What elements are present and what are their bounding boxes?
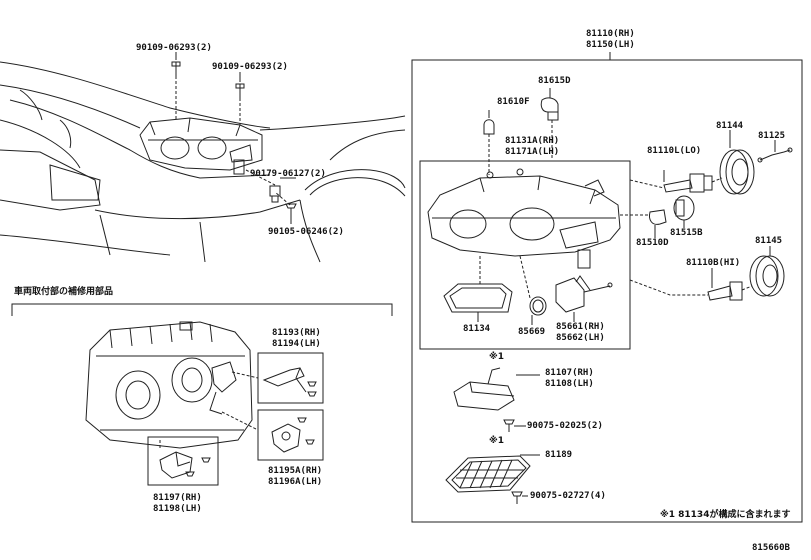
callout-top-bolt-b: 90109-06293(2) — [212, 62, 288, 72]
headlamp-assembly-frame — [412, 60, 802, 522]
screw-icon — [298, 418, 314, 444]
callout-assembly: 81110(RH)81150(LH) — [586, 29, 635, 50]
callout-clip: 90179-06127(2) — [250, 169, 326, 179]
callout-gasket: 81134 — [463, 324, 491, 334]
ballast-icon — [454, 368, 514, 410]
bolt-icon — [172, 62, 244, 98]
screw-icon — [504, 420, 514, 432]
bracket-icon — [272, 424, 300, 452]
figure-id: 815660B — [752, 543, 790, 553]
bracket-frame-3 — [148, 437, 218, 485]
bulb-icon — [484, 98, 558, 134]
section-title: 車両取付部の補修用部品 — [14, 287, 114, 297]
screw-icon — [308, 382, 316, 396]
hid-socket-icon — [556, 276, 612, 312]
bracket-icon — [264, 368, 306, 392]
screw-icon — [186, 458, 210, 476]
screw-icon — [286, 204, 296, 214]
callout-bracket-1: 81193(RH)81194(LH) — [272, 328, 321, 349]
callout-bracket-3: 81197(RH)81198(LH) — [153, 493, 202, 514]
callout-cap-hi: 81145 — [755, 236, 783, 246]
callout-hi-bulb: 81110B(HI) — [686, 258, 741, 268]
hi-bulb-icon — [708, 282, 742, 300]
callout-screw-b1: 90075-02025(2) — [527, 421, 603, 431]
dust-cap-icon — [720, 150, 754, 194]
callout-screw-b2: 90075-02727(4) — [530, 491, 606, 501]
socket-icon — [649, 196, 694, 224]
callout-socket: 85661(RH)85662(LH) — [556, 322, 605, 343]
callout-mark-1: ※1 — [489, 352, 505, 362]
callout-oring: 85669 — [518, 327, 546, 337]
callout-bracket-2: 81195A(RH)81196A(LH) — [268, 466, 323, 487]
screw-icon — [512, 492, 522, 504]
lo-bulb-icon — [664, 174, 712, 192]
headlamp-rear-view — [86, 322, 252, 448]
callout-socket-b: 81515B — [670, 228, 703, 238]
repair-parts-bracket — [12, 304, 392, 316]
callout-socket-d: 81510D — [636, 238, 669, 248]
callout-ballast: 81107(RH)81108(LH) — [545, 368, 594, 389]
gasket-icon — [444, 284, 512, 312]
callout-wire: 81125 — [758, 131, 786, 141]
clip-icon — [270, 186, 280, 202]
callout-lo-bulb: 81110L(LO) — [647, 146, 702, 156]
headlamp-housing — [428, 169, 620, 268]
footnote: ※1 81134が構成に含まれます — [660, 510, 791, 520]
callout-screw-left: 90105-06246(2) — [268, 227, 344, 237]
bracket-frame-2 — [258, 410, 323, 460]
o-ring-icon — [530, 297, 546, 315]
housing-subassembly-frame — [420, 161, 630, 349]
callout-bulb-f: 81610F — [497, 97, 530, 107]
dust-cap-icon — [750, 256, 784, 296]
wire-icon — [758, 148, 792, 162]
vehicle-front-illustration — [0, 62, 405, 262]
callout-top-bolt-a: 90109-06293(2) — [136, 43, 212, 53]
callout-cover: 81189 — [545, 450, 573, 460]
callout-housing: 81131A(RH)81171A(LH) — [505, 136, 560, 157]
callout-cap-lo: 81144 — [716, 121, 744, 131]
callout-mark-2: ※1 — [489, 436, 505, 446]
cover-icon — [446, 456, 530, 492]
callout-bulb-d: 81615D — [538, 76, 571, 86]
